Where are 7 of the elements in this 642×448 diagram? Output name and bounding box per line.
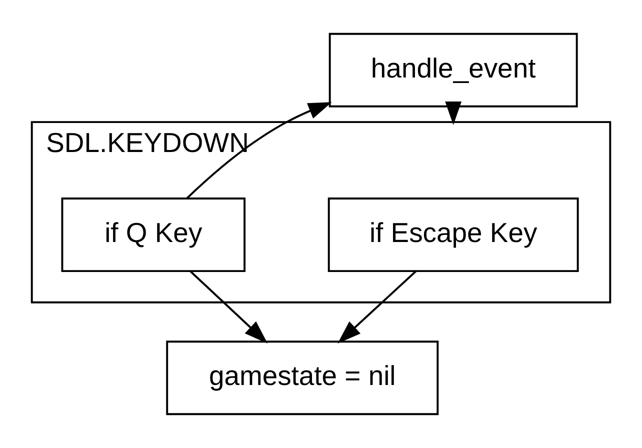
- arrow: [445, 101, 462, 126]
- arrow: [186, 102, 332, 200]
- node-box: if Q Key: [61, 198, 246, 272]
- arrow: [338, 270, 417, 344]
- node-box: if Escape Key: [328, 198, 579, 272]
- node-box: gamestate = nil: [166, 340, 439, 416]
- arrow: [190, 270, 268, 344]
